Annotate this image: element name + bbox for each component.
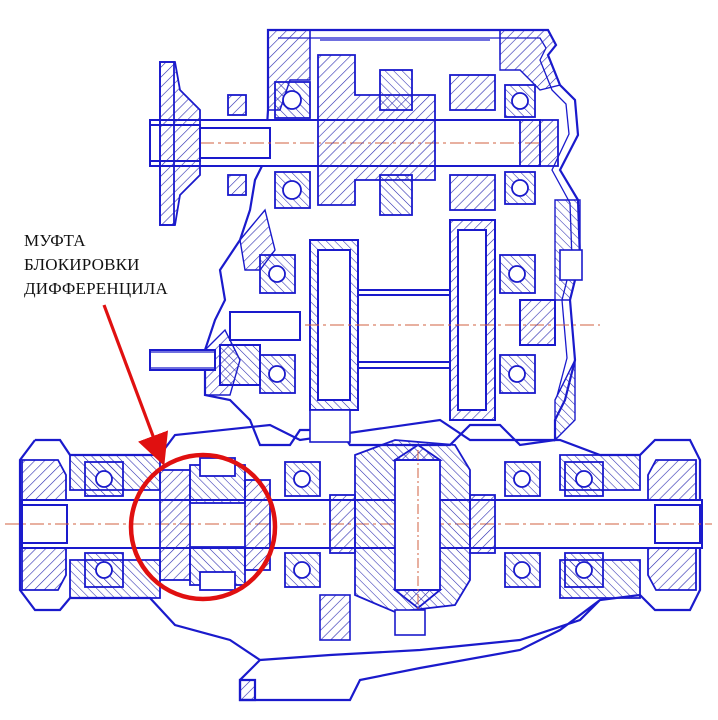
callout-arrow xyxy=(102,304,169,466)
callout-line-1: МУФТА xyxy=(24,231,86,250)
intermediate-gears xyxy=(149,219,600,421)
callout-line-2: БЛОКИРОВКИ xyxy=(24,255,140,274)
differential-lock-clutch xyxy=(159,457,271,591)
housing-lower xyxy=(18,418,702,702)
upper-gear xyxy=(317,54,496,216)
lower-bearings xyxy=(84,461,604,588)
intermediate-bearings xyxy=(259,254,536,394)
bolts xyxy=(309,249,583,641)
callout-line-3: ДИФФЕРЕНЦИЛА xyxy=(24,279,168,298)
differential-bevel-gears xyxy=(329,439,496,620)
upper-bearings xyxy=(227,81,559,209)
callout-label: МУФТА БЛОКИРОВКИ ДИФФЕРЕНЦИЛА xyxy=(24,229,168,301)
clutch-highlight-circle xyxy=(128,452,278,602)
